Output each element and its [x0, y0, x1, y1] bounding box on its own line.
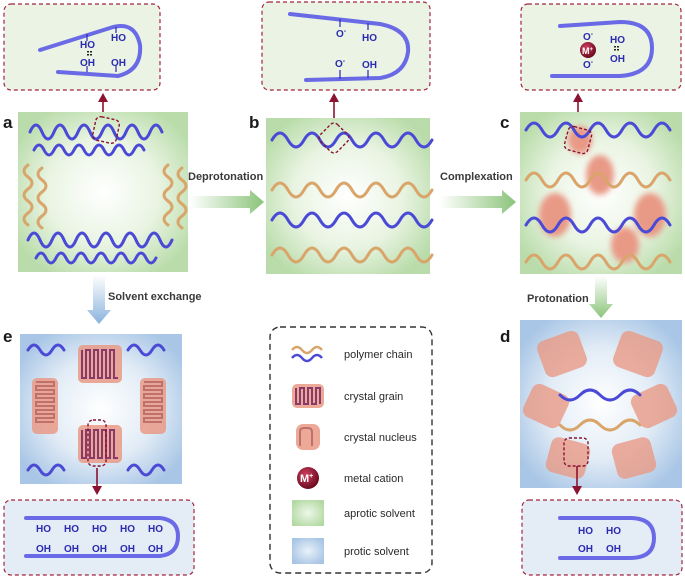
ho-label: HO — [362, 33, 377, 44]
arrow-complexation: Complexation — [440, 171, 516, 214]
crystal-nucleus-icon — [296, 424, 320, 450]
legend-item-crystal-nucleus: crystal nucleus — [296, 424, 417, 450]
panel-label-d: d — [500, 327, 510, 346]
o-minus-label: O- — [583, 59, 594, 71]
arrow-label-complexation: Complexation — [440, 171, 513, 183]
legend-label: protic solvent — [344, 546, 409, 558]
legend-item-aprotic-solvent: aprotic solvent — [292, 500, 415, 526]
legend-label: crystal grain — [344, 391, 403, 403]
ho-label: HO — [578, 526, 593, 537]
legend-label: aprotic solvent — [344, 508, 415, 520]
ho-label: HO — [80, 40, 95, 51]
oh-label: OH — [362, 60, 377, 71]
selection-box — [318, 122, 350, 154]
metal-label: M+ — [582, 46, 594, 56]
legend-label: metal cation — [344, 473, 403, 485]
arrow-solvent-exchange: Solvent exchange — [87, 275, 202, 324]
ho-label: HO — [111, 33, 126, 44]
hbond-pairs-e: HO OH HO OH HO OH HO OH HO OH — [36, 524, 163, 555]
oh-label: OH — [120, 544, 135, 555]
polymer-chain-icon — [291, 345, 323, 355]
legend-item-crystal-grain: crystal grain — [292, 384, 403, 408]
ho-label: HO — [92, 524, 107, 535]
panel-label-c: c — [500, 113, 509, 132]
inset-arrows-bottom — [92, 466, 582, 495]
panel-d-grains — [522, 330, 678, 479]
selection-box — [91, 115, 121, 145]
oh-label: OH — [64, 544, 79, 555]
inset-d: HO OH HO OH — [521, 499, 683, 576]
arrow-label-protonation: Protonation — [527, 293, 589, 305]
oh-label: OH — [111, 58, 126, 69]
panel-e-grains — [32, 345, 166, 463]
oh-label: OH — [148, 544, 163, 555]
legend-label: crystal nucleus — [344, 432, 417, 444]
legend-label: polymer chain — [344, 349, 412, 361]
legend-item-metal-cation: M+ metal cation — [297, 467, 403, 489]
panel-b-chains — [270, 131, 434, 264]
o-minus-label: O- — [335, 58, 346, 70]
inset-b: O- HO O- OH — [261, 1, 431, 91]
arrow-label-solvent-exchange: Solvent exchange — [108, 291, 202, 303]
legend: polymer chain crystal grain crystal nucl… — [269, 326, 433, 574]
inset-c: O- M+ O- HO OH — [520, 3, 682, 91]
selection-box — [87, 419, 107, 467]
ho-label: HO — [64, 524, 79, 535]
panel-label-a: a — [3, 113, 13, 132]
legend-item-polymer-chain: polymer chain — [291, 345, 412, 363]
panel-label-e: e — [3, 327, 12, 346]
ho-label: HO — [36, 524, 51, 535]
oh-label: OH — [92, 544, 107, 555]
svg-text:M+: M+ — [300, 473, 313, 485]
arrow-protonation: Protonation — [527, 276, 613, 318]
o-minus-label: O- — [336, 28, 347, 40]
ho-label: HO — [120, 524, 135, 535]
panel-e-chains — [26, 343, 166, 477]
arrow-label-deprotonation: Deprotonation — [188, 171, 263, 183]
oh-label: OH — [606, 544, 621, 555]
panel-c-nuclei — [539, 126, 666, 263]
inset-e: HO OH HO OH HO OH HO OH HO OH — [3, 499, 195, 576]
ho-label: HO — [606, 526, 621, 537]
oh-label: OH — [80, 58, 95, 69]
metal-cation-icon — [297, 467, 319, 489]
panel-c-chains — [524, 121, 672, 271]
selection-box — [563, 125, 593, 155]
metal-cation-icon — [580, 42, 596, 58]
oh-label: OH — [610, 54, 625, 65]
arrow-deprotonation: Deprotonation — [188, 171, 264, 214]
selection-box — [563, 437, 589, 467]
ho-label: HO — [148, 524, 163, 535]
protic-solvent-swatch — [292, 538, 324, 564]
o-minus-label: O- — [583, 31, 594, 43]
oh-label: OH — [36, 544, 51, 555]
ho-label: HO — [610, 35, 625, 46]
aprotic-solvent-swatch — [292, 500, 324, 526]
inset-a: HO HO OH OH — [3, 3, 161, 91]
panel-label-b: b — [249, 113, 259, 132]
panel-d-chains — [558, 388, 642, 432]
legend-item-protic-solvent: protic solvent — [292, 538, 409, 564]
panel-a-chains — [22, 123, 188, 265]
oh-label: OH — [578, 544, 593, 555]
